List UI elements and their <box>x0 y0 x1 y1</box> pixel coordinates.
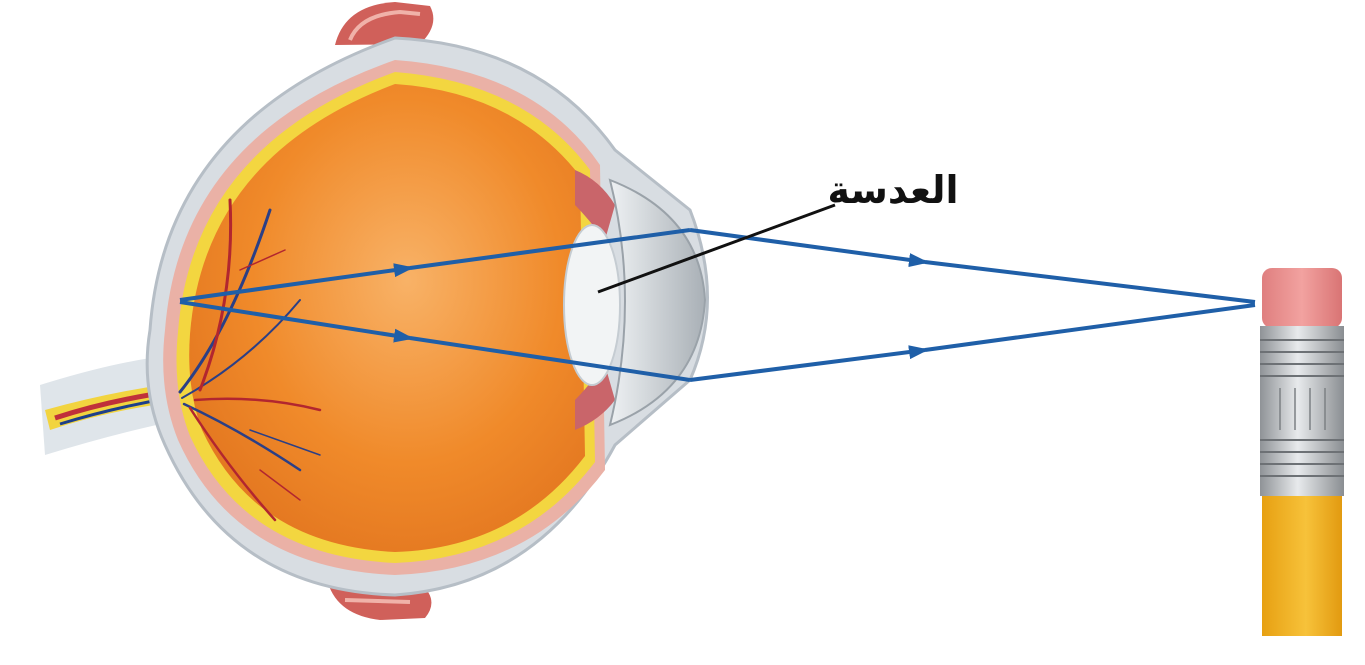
pencil-eraser <box>1262 268 1342 328</box>
pencil-body <box>1262 496 1342 636</box>
lens-label: العدسة <box>808 160 978 220</box>
ray-bottom-outer <box>925 305 1255 350</box>
pencil <box>1260 268 1344 636</box>
ray-top-outer <box>925 262 1255 302</box>
